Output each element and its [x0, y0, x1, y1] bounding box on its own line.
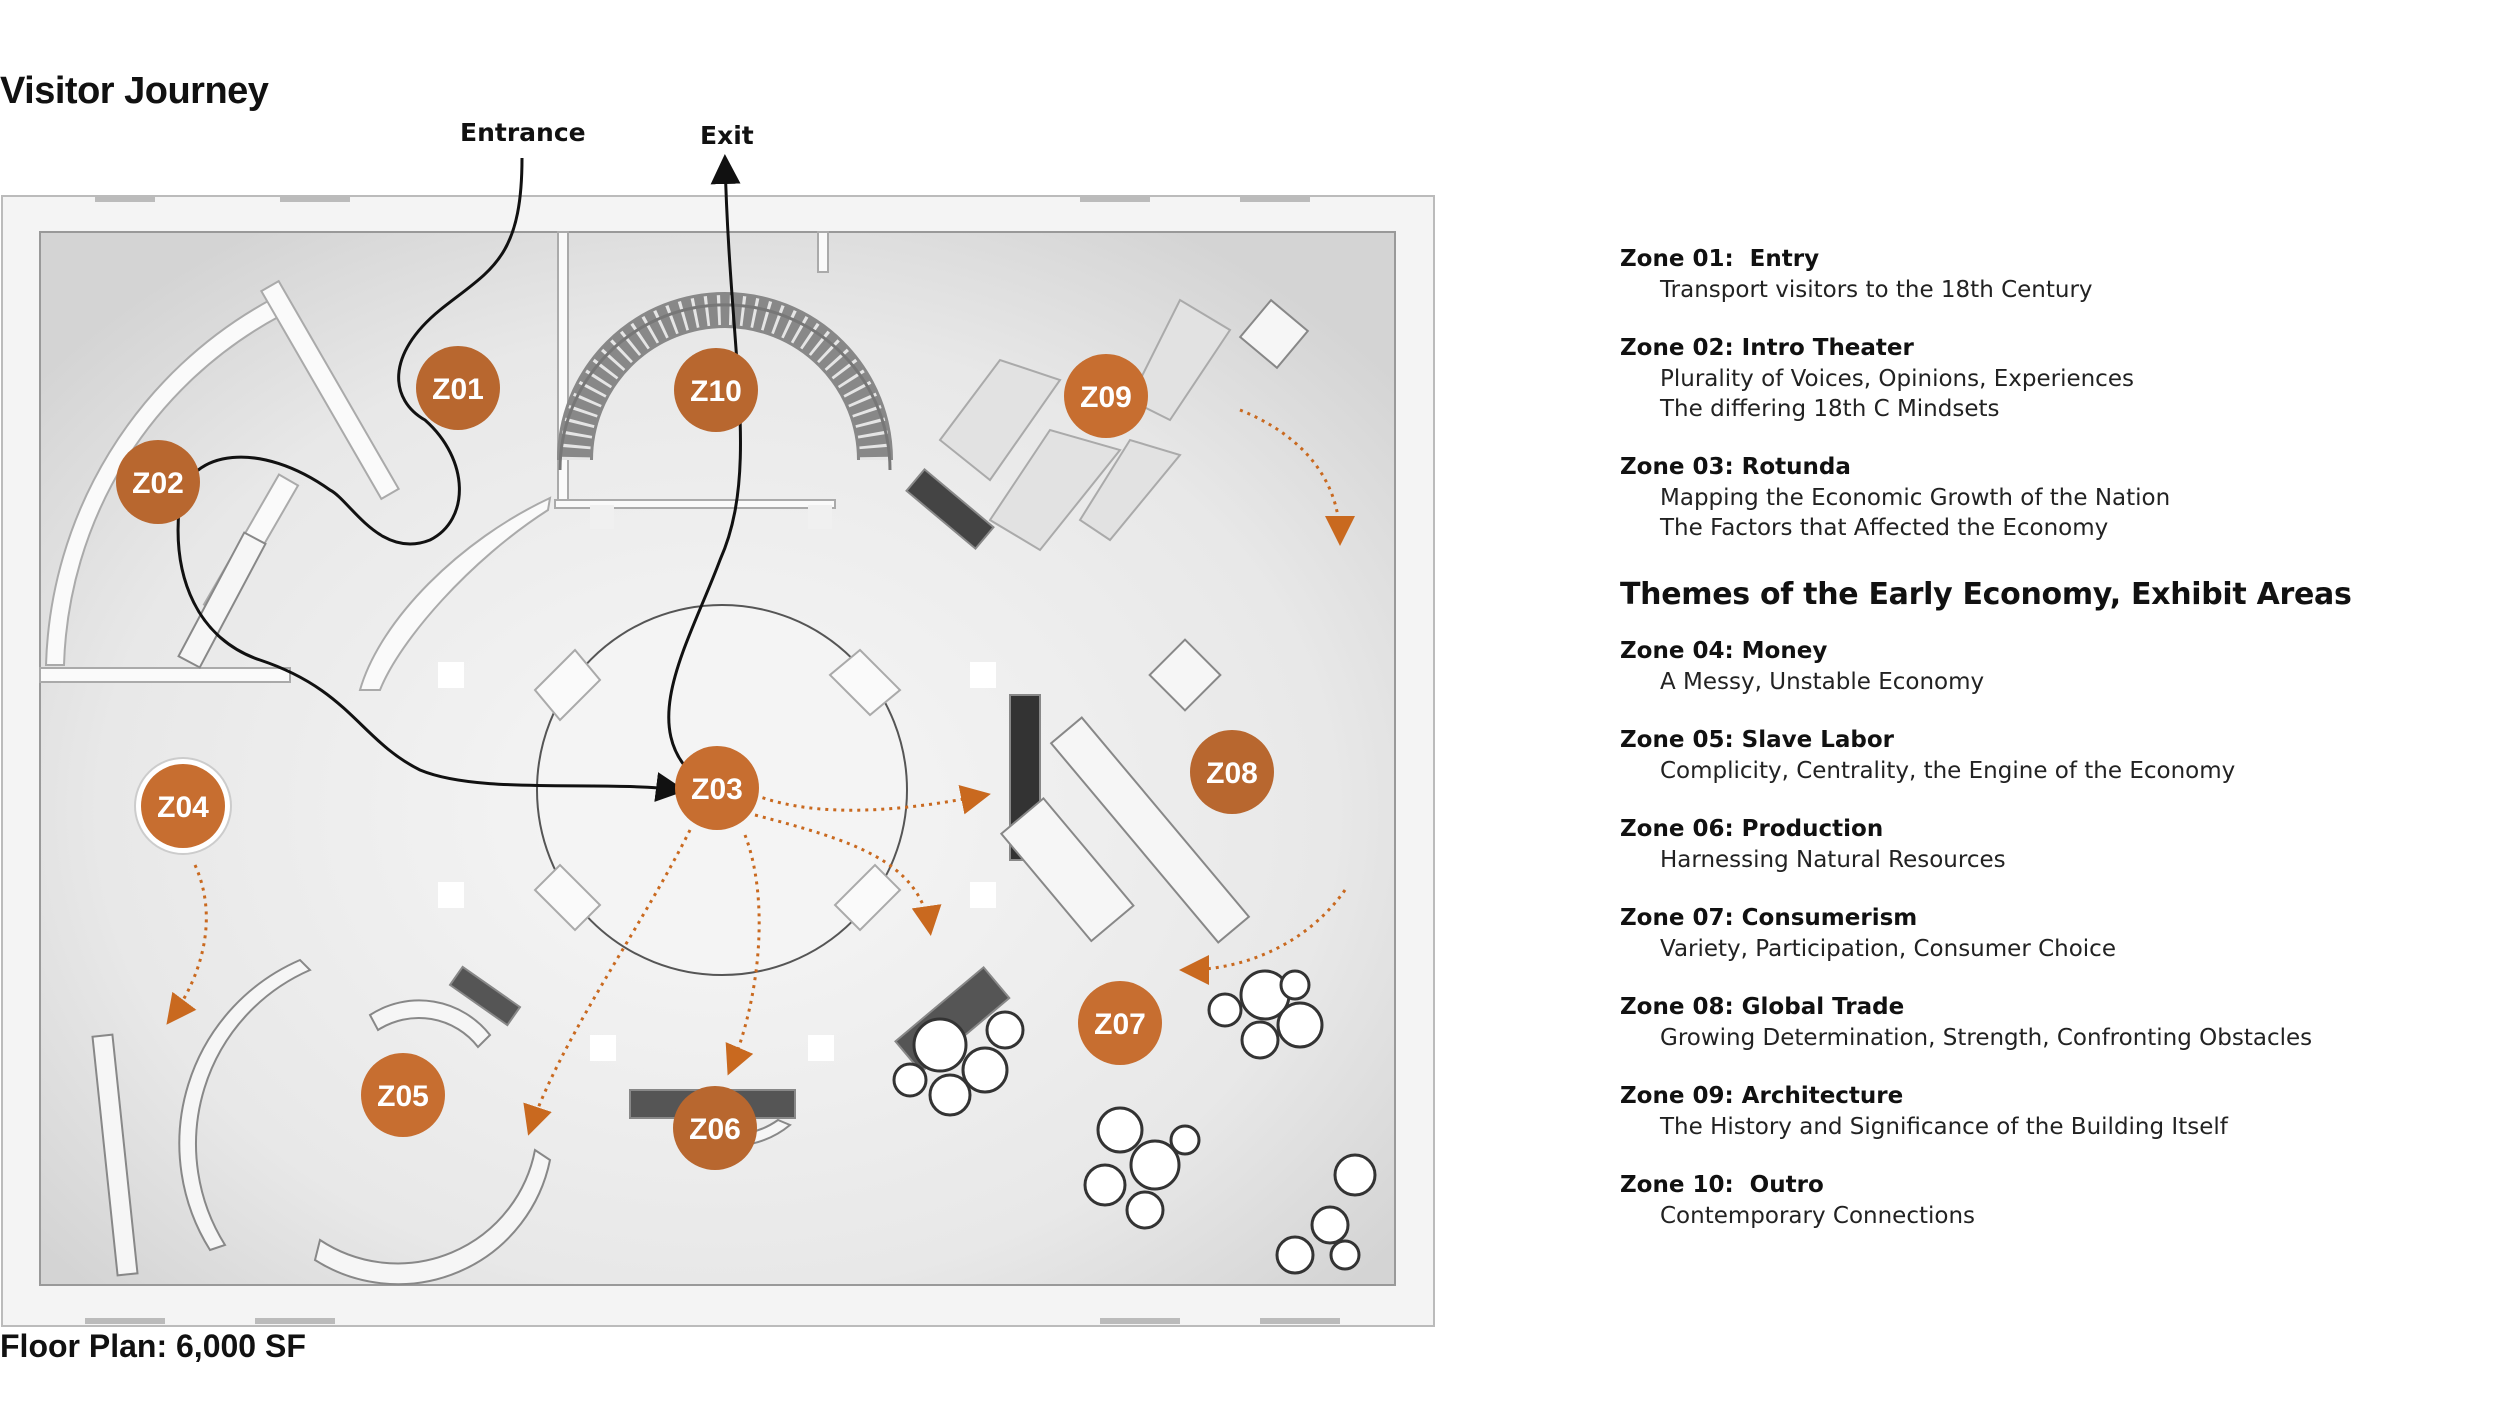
zone-description: Contemporary Connections [1660, 1203, 1976, 1229]
zone-marker-z05[interactable]: Z05 [361, 1053, 445, 1137]
zone-description: Transport visitors to the 18th Century [1660, 277, 2093, 303]
zone-marker-z09[interactable]: Z09 [1064, 354, 1148, 438]
svg-text:Z07: Z07 [1094, 1008, 1146, 1041]
zone-title: Zone 10: Outro [1620, 1172, 1824, 1198]
zone-title: Zone 08: Global Trade [1620, 994, 1905, 1020]
architecture-models [938, 298, 1232, 552]
svg-text:Z03: Z03 [691, 773, 743, 806]
zone-description: A Messy, Unstable Economy [1660, 669, 1985, 695]
zone-description: Growing Determination, Strength, Confron… [1660, 1025, 2313, 1051]
zone-description: Plurality of Voices, Opinions, Experienc… [1660, 366, 2134, 392]
zone-legend-04: Zone 04: Money A Messy, Unstable Economy [1620, 636, 2480, 697]
zone-title: Zone 02: Intro Theater [1620, 335, 1914, 361]
zone-title: Zone 01: Entry [1620, 246, 1820, 272]
zone-description: The differing 18th C Mindsets [1660, 396, 2000, 422]
zone-legend-03: Zone 03: Rotunda Mapping the Economic Gr… [1620, 452, 2480, 543]
zone-title: Zone 04: Money [1620, 638, 1828, 664]
zone-legend-07: Zone 07: Consumerism Variety, Participat… [1620, 903, 2480, 964]
zone-description: Harnessing Natural Resources [1660, 847, 2006, 873]
zone-legend: Zone 01: Entry Transport visitors to the… [1620, 244, 2480, 1259]
svg-text:Z08: Z08 [1206, 757, 1258, 790]
exhibit-areas-heading: Themes of the Early Economy, Exhibit Are… [1620, 577, 2352, 612]
zone-legend-08: Zone 08: Global Trade Growing Determinat… [1620, 992, 2480, 1053]
svg-text:Z05: Z05 [377, 1080, 429, 1113]
zone-legend-09: Zone 09: Architecture The History and Si… [1620, 1081, 2480, 1142]
circulation-arrows [166, 408, 1355, 1136]
svg-text:Z10: Z10 [690, 375, 742, 408]
zone-marker-z02[interactable]: Z02 [116, 440, 200, 524]
entrance-label: Entrance [460, 118, 586, 147]
svg-text:Z09: Z09 [1080, 381, 1132, 414]
zone-title: Zone 05: Slave Labor [1620, 727, 1895, 753]
spiral-stair [557, 292, 893, 471]
zone-legend-01: Zone 01: Entry Transport visitors to the… [1620, 244, 2480, 305]
zone-marker-z07[interactable]: Z07 [1078, 981, 1162, 1065]
display-clusters [892, 969, 1377, 1275]
zone-legend-10: Zone 10: Outro Contemporary Connections [1620, 1170, 2480, 1231]
zone-marker-z10[interactable]: Z10 [674, 348, 758, 432]
zone-description: The History and Significance of the Buil… [1660, 1114, 2228, 1140]
svg-text:Z06: Z06 [689, 1113, 741, 1146]
zone-description: Variety, Participation, Consumer Choice [1660, 936, 2116, 962]
zone-marker-z04[interactable]: Z04 [134, 757, 232, 855]
zone-marker-z01[interactable]: Z01 [416, 346, 500, 430]
zone-legend-05: Zone 05: Slave Labor Complicity, Central… [1620, 725, 2480, 786]
zone-markers[interactable]: Z01 Z02 Z03 Z04 Z05 Z06 Z07 Z08 [116, 346, 1274, 1170]
page-title: Visitor Journey [0, 70, 269, 112]
zone-title: Zone 06: Production [1620, 816, 1884, 842]
svg-text:Z04: Z04 [157, 791, 209, 824]
zone-title: Zone 03: Rotunda [1620, 454, 1851, 480]
zone-title: Zone 07: Consumerism [1620, 905, 1918, 931]
zone-description: The Factors that Affected the Economy [1660, 515, 2109, 541]
zone-marker-z06[interactable]: Z06 [673, 1086, 757, 1170]
floor-plan-caption: Floor Plan: 6,000 SF [0, 1328, 306, 1364]
zone-marker-z08[interactable]: Z08 [1190, 730, 1274, 814]
zone-marker-z03[interactable]: Z03 [675, 746, 759, 830]
zone-legend-02: Zone 02: Intro Theater Plurality of Voic… [1620, 333, 2480, 424]
visitor-route [176, 154, 742, 802]
svg-text:Z02: Z02 [132, 467, 184, 500]
zone-description: Complicity, Centrality, the Engine of th… [1660, 758, 2236, 784]
floor-plan: Entrance Exit Z01 Z02 Z03 Z04 Z05 Z06 [1, 118, 1435, 1327]
svg-text:Z01: Z01 [432, 373, 484, 406]
exhibit-furniture [91, 298, 1310, 1286]
zone-legend-06: Zone 06: Production Harnessing Natural R… [1620, 814, 2480, 875]
exit-label: Exit [700, 121, 754, 150]
interior-partitions [39, 231, 836, 691]
zone-description: Mapping the Economic Growth of the Natio… [1660, 485, 2171, 511]
zone-title: Zone 09: Architecture [1620, 1083, 1904, 1109]
